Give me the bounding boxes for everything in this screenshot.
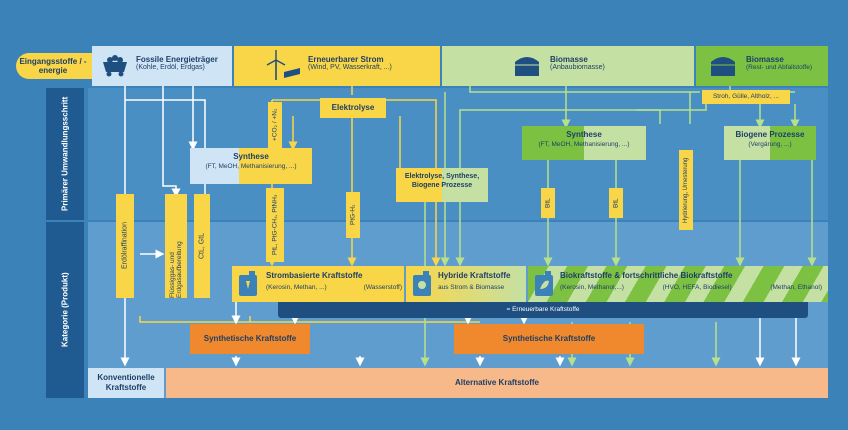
hybrid-process-box <box>396 168 488 202</box>
synthese-left-box <box>190 148 312 184</box>
ptgh2-bar: PtG-H₂ <box>346 192 360 238</box>
strom-product-title: Strombasierte Kraftstoffe <box>266 271 363 280</box>
bio-product-title: Biokraftstoffe & fortschrittliche Biokra… <box>560 271 733 280</box>
renewable-input-text: Erneuerbarer Strom (Wind, PV, Wasserkraf… <box>308 55 392 71</box>
ptl-bar: PtL, PtG-CH₄, PtNH₃ <box>266 188 284 262</box>
synth-left-text: Synthetische Kraftstoffe <box>203 334 297 343</box>
biogene-text: Biogene Prozesse (Vergärung, ...) <box>724 130 816 148</box>
ctl-text: CtL, GtL <box>198 232 206 260</box>
synthese-right-box <box>522 126 646 160</box>
hybrid-product-sub: aus Strom & Biomasse <box>438 284 505 291</box>
erdoel-bar: Erdölraffination <box>116 194 134 298</box>
biogene-sub: (Vergärung, ...) <box>748 141 792 148</box>
fossil-title: Fossile Energieträger <box>136 55 218 64</box>
renewable-band-text: = Erneuerbare Kraftstoffe <box>506 306 580 313</box>
bio-product-box <box>528 266 828 302</box>
biomass-waste-sub: (Rest- und Abfallstoffe) <box>746 64 812 71</box>
biogene-box <box>724 126 816 160</box>
renewable-input-box <box>234 46 440 86</box>
biomass-waste-text: Biomasse (Rest- und Abfallstoffe) <box>746 55 812 71</box>
hybrid-process-text: Elektrolyse, Synthese, Biogene Prozesse <box>398 172 486 190</box>
biomass-waste-silo-icon <box>711 57 735 76</box>
renewable-title: Erneuerbarer Strom <box>308 55 384 64</box>
hydrierung-bar: Hydrierung, Umesterung <box>679 150 693 230</box>
synthese-left-sub: (FT, MeOH, Methanisierung, ...) <box>205 163 297 170</box>
btl2-bar: BtL <box>609 188 623 218</box>
synth-right-text: Synthetische Kraftstoffe <box>502 334 596 343</box>
biomass-crops-text: Biomasse (Anbaubiomasse) <box>550 55 605 71</box>
renewable-sub: (Wind, PV, Wasserkraft, ...) <box>308 64 392 71</box>
conventional-box: Konventionelle Kraftstoffe <box>88 368 164 398</box>
fossil-input-text: Fossile Energieträger (Kohle, Erdöl, Erd… <box>136 55 218 71</box>
renewable-band: = Erneuerbare Kraftstoffe <box>278 302 808 318</box>
bio-product-sub2: (HVO, HEFA, Biodiesel) <box>662 284 732 291</box>
strom-product-subs: (Kerosin, Methan, ...) (Wasserstoff) <box>266 284 402 291</box>
input-label: Eingangsstoffe / -energie <box>16 53 96 79</box>
co2-text: +CO₂ / +N₂ <box>271 108 279 142</box>
strom-product-text: Strombasierte Kraftstoffe (Kerosin, Meth… <box>266 271 402 291</box>
alternative-text: Alternative Kraftstoffe <box>454 378 539 387</box>
ptgh2-text: PtG-H₂ <box>349 204 357 226</box>
erdoel-text: Erdölraffination <box>121 222 129 270</box>
strom-product-sub2: (Wasserstoff) <box>363 284 402 291</box>
ctl-bar: CtL, GtL <box>194 194 210 298</box>
fossil-sub: (Kohle, Erdöl, Erdgas) <box>136 64 205 71</box>
fuel-can-icon-bio <box>535 271 553 296</box>
btl1-text: BtL <box>544 198 552 208</box>
fluessig-bar: Flüssiggas- und Erdgasaufbereitung <box>165 194 187 298</box>
hybrid-product-text: Hybride Kraftstoffe aus Strom & Biomasse <box>438 271 526 291</box>
co2-bar: +CO₂ / +N₂ <box>268 102 282 148</box>
biogene-title: Biogene Prozesse <box>735 130 805 139</box>
synthese-right-text: Synthese (FT, MeOH, Methanisierung, ...) <box>522 130 646 148</box>
alternative-box: Alternative Kraftstoffe <box>166 368 828 398</box>
biomass-crops-sub: (Anbaubiomasse) <box>550 64 605 71</box>
hybrid-product-title: Hybride Kraftstoffe <box>438 271 511 280</box>
btl2-text: BtL <box>612 198 620 208</box>
stroh-text: Stroh, Gülle, Altholz, ... <box>712 93 780 100</box>
synthese-right-sub: (FT, MeOH, Methanisierung, ...) <box>538 141 630 148</box>
input-label-text: Eingangsstoffe / -energie <box>19 57 87 75</box>
elektrolyse-box: Elektrolyse <box>320 98 386 118</box>
synth-left-box: Synthetische Kraftstoffe <box>190 324 310 354</box>
fuel-can-icon-hybrid <box>413 271 431 296</box>
conventional-text: Konventionelle Kraftstoffe <box>97 373 155 392</box>
elektrolyse-text: Elektrolyse <box>331 103 375 112</box>
bio-product-sub3: (Methan, Ethanol) <box>770 284 822 291</box>
stroh-box: Stroh, Gülle, Altholz, ... <box>702 90 790 104</box>
synthese-left-title: Synthese <box>233 152 269 161</box>
bio-product-text: Biokraftstoffe & fortschrittliche Biokra… <box>560 271 822 291</box>
synth-right-box: Synthetische Kraftstoffe <box>454 324 644 354</box>
btl1-bar: BtL <box>541 188 555 218</box>
coal-cart-icon <box>103 55 127 77</box>
bio-product-subs: (Kerosin, Methanol,...) (HVO, HEFA, Biod… <box>560 284 822 291</box>
biomass-silo-icon <box>515 57 539 76</box>
fluessig-text: Flüssiggas- und Erdgasaufbereitung <box>169 241 183 298</box>
hybrid-process-label: Elektrolyse, Synthese, Biogene Prozesse <box>404 173 480 189</box>
biomass-crops-input-box <box>442 46 694 86</box>
bio-product-sub1: (Kerosin, Methanol,...) <box>560 284 624 291</box>
strom-product-sub1: (Kerosin, Methan, ...) <box>266 284 327 291</box>
strom-product-box <box>232 266 404 302</box>
fuel-can-icon-strom <box>239 271 257 296</box>
synthese-right-title: Synthese <box>566 130 602 139</box>
synthese-left-text: Synthese (FT, MeOH, Methanisierung, ...) <box>190 152 312 170</box>
wind-solar-icon <box>266 50 300 80</box>
ptl-text: PtL, PtG-CH₄, PtNH₃ <box>271 194 279 256</box>
biomass-waste-title: Biomasse <box>746 55 784 64</box>
hydrierung-text: Hydrierung, Umesterung <box>683 157 689 223</box>
biomass-crops-title: Biomasse <box>550 55 588 64</box>
